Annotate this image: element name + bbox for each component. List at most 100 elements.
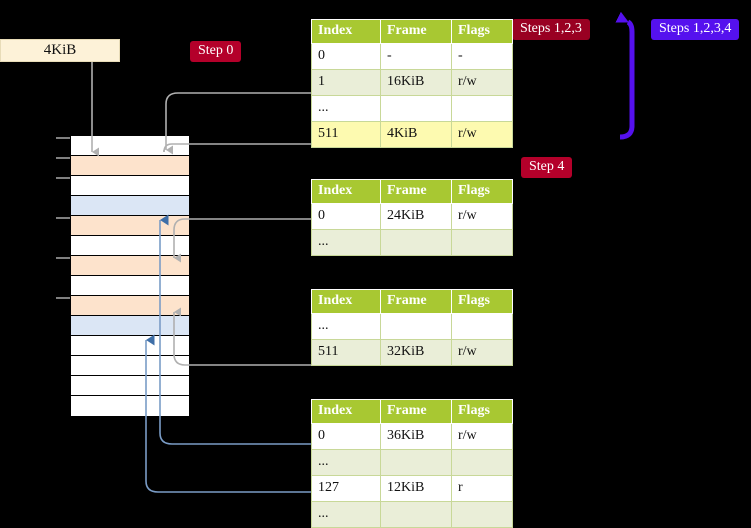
cell-frame: 16KiB [380, 69, 452, 96]
page-table-level-2: Index Frame Flags ... 511 32KiB r/w [311, 289, 513, 366]
cell-flags: - [451, 43, 513, 70]
frame-tick-mark [56, 257, 70, 259]
badge-step-0: Step 0 [190, 41, 242, 62]
column-header-flags: Flags [451, 399, 513, 424]
cell-index: ... [311, 95, 381, 122]
memory-frame-row[interactable] [71, 156, 189, 176]
table-row[interactable]: 0 - - [311, 43, 513, 70]
table-row[interactable]: 0 24KiB r/w [311, 203, 513, 230]
table-row[interactable]: ... [311, 229, 513, 256]
column-header-flags: Flags [451, 179, 513, 204]
frame-tick-mark [56, 217, 70, 219]
column-header-index: Index [311, 179, 381, 204]
memory-frame-row[interactable] [71, 316, 189, 336]
cell-index: ... [311, 313, 381, 340]
cell-flags [451, 449, 513, 476]
frame-tick-mark [56, 137, 70, 139]
memory-frame-row[interactable] [71, 256, 189, 276]
cell-flags [451, 229, 513, 256]
cell-flags: r/w [451, 121, 513, 148]
table-row[interactable]: ... [311, 313, 513, 340]
arrow-steps-1-2-3-4 [615, 11, 635, 140]
column-header-flags: Flags [451, 19, 513, 44]
table-row[interactable]: 127 12KiB r [311, 475, 513, 502]
frame-tick-mark [56, 177, 70, 179]
page-table-level-4: Index Frame Flags 0 - - 1 16KiB r/w ... … [311, 19, 513, 148]
cell-index: ... [311, 501, 381, 528]
page-table-level-3: Index Frame Flags 0 24KiB r/w ... [311, 179, 513, 256]
table-header-row: Index Frame Flags [311, 289, 513, 314]
table-body: 0 - - 1 16KiB r/w ... 511 4KiB r/w [311, 43, 513, 148]
cell-index: ... [311, 229, 381, 256]
table-header-row: Index Frame Flags [311, 179, 513, 204]
table-row[interactable]: 511 4KiB r/w [311, 121, 513, 148]
badge-steps-1-2-3-4: Steps 1,2,3,4 [651, 19, 740, 40]
cell-index: 127 [311, 475, 381, 502]
table-row[interactable]: 1 16KiB r/w [311, 69, 513, 96]
table-header-row: Index Frame Flags [311, 399, 513, 424]
memory-frame-row[interactable] [71, 236, 189, 256]
cell-frame [380, 449, 452, 476]
cell-index: 511 [311, 339, 381, 366]
table-body: 0 24KiB r/w ... [311, 203, 513, 256]
memory-frame-row[interactable] [71, 356, 189, 376]
table-row[interactable]: 0 36KiB r/w [311, 423, 513, 450]
cell-frame [380, 501, 452, 528]
connector-frame-to-l3 [173, 218, 311, 263]
memory-frame-row[interactable] [71, 376, 189, 396]
table-row[interactable]: ... [311, 449, 513, 476]
column-header-frame: Frame [380, 399, 452, 424]
column-header-index: Index [311, 399, 381, 424]
cell-index: ... [311, 449, 381, 476]
cell-flags: r/w [451, 423, 513, 450]
page-table-level-1: Index Frame Flags 0 36KiB r/w ... 127 12… [311, 399, 513, 528]
memory-frame-row[interactable] [71, 276, 189, 296]
cell-flags [451, 95, 513, 122]
table-body: 0 36KiB r/w ... 127 12KiB r ... [311, 423, 513, 528]
column-header-flags: Flags [451, 289, 513, 314]
memory-frame-row[interactable] [71, 136, 189, 156]
cell-frame [380, 313, 452, 340]
cell-frame: 36KiB [380, 423, 452, 450]
table-row[interactable]: 511 32KiB r/w [311, 339, 513, 366]
table-row[interactable]: ... [311, 95, 513, 122]
cell-index: 511 [311, 121, 381, 148]
memory-frame-row[interactable] [71, 176, 189, 196]
cell-flags: r [451, 475, 513, 502]
cell-frame: 4KiB [380, 121, 452, 148]
cell-frame [380, 229, 452, 256]
cell-index: 0 [311, 423, 381, 450]
badge-steps-1-2-3: Steps 1,2,3 [512, 19, 590, 40]
column-header-frame: Frame [380, 19, 452, 44]
cell-frame: 32KiB [380, 339, 452, 366]
column-header-index: Index [311, 289, 381, 314]
column-header-frame: Frame [380, 179, 452, 204]
cell-frame [380, 95, 452, 122]
frame-tick-mark [56, 157, 70, 159]
memory-frame-row[interactable] [71, 196, 189, 216]
cell-frame: 24KiB [380, 203, 452, 230]
cell-index: 0 [311, 203, 381, 230]
memory-frame-row[interactable] [71, 396, 189, 416]
memory-frame-row[interactable] [71, 216, 189, 236]
cell-frame: 12KiB [380, 475, 452, 502]
table-header-row: Index Frame Flags [311, 19, 513, 44]
table-body: ... 511 32KiB r/w [311, 313, 513, 366]
memory-frame-row[interactable] [71, 296, 189, 316]
column-header-frame: Frame [380, 289, 452, 314]
memory-frame-row[interactable] [71, 336, 189, 356]
cell-flags [451, 313, 513, 340]
badge-step-4: Step 4 [521, 157, 573, 178]
cell-flags: r/w [451, 339, 513, 366]
cell-frame: - [380, 43, 452, 70]
physical-memory-frames [70, 135, 190, 416]
column-header-index: Index [311, 19, 381, 44]
cell-flags: r/w [451, 203, 513, 230]
page-size-label: 4KiB [0, 39, 120, 62]
cell-index: 1 [311, 69, 381, 96]
cell-flags [451, 501, 513, 528]
cell-flags: r/w [451, 69, 513, 96]
frame-tick-mark [56, 297, 70, 299]
table-row[interactable]: ... [311, 501, 513, 528]
connector-frame-to-l2 [173, 307, 311, 366]
